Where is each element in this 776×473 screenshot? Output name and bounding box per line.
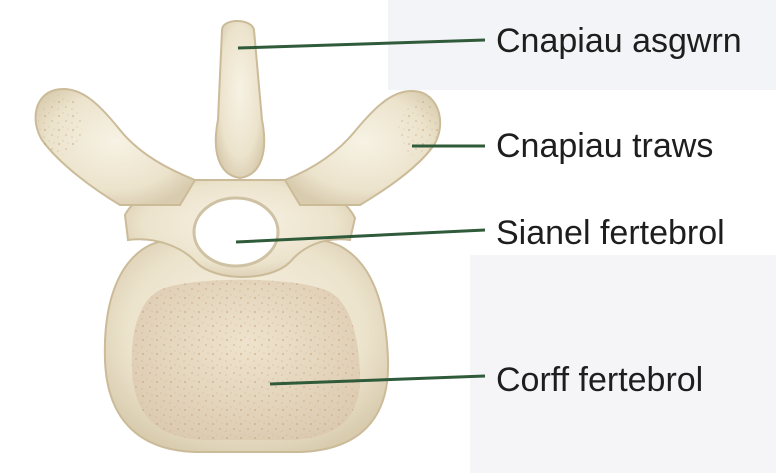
label-vertebral-canal: Sianel fertebrol <box>496 216 725 250</box>
label-spinous-process: Cnapiau asgwrn <box>496 24 742 58</box>
leader-line-spinous <box>238 40 485 48</box>
label-transverse-process: Cnapiau traws <box>496 129 713 163</box>
label-vertebral-body: Corff fertebrol <box>496 363 703 397</box>
vertebral-canal <box>194 198 278 266</box>
spinous-process <box>216 21 264 178</box>
